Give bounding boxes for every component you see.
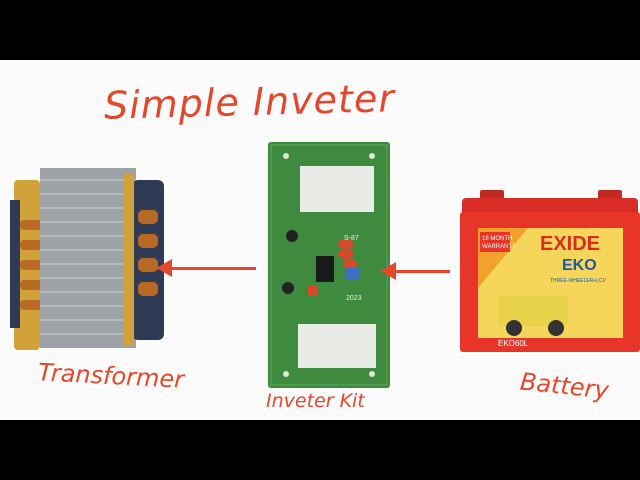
label-inverter-kit: Inveter Kit <box>266 390 365 412</box>
pcb-ic-label: S-87 <box>344 235 359 242</box>
battery-warranty-bottom: WARRANTY <box>482 244 516 250</box>
battery-model: EKO <box>562 257 597 274</box>
battery-warranty-top: 18 MONTH <box>482 236 512 242</box>
arrow-left-icon <box>156 259 256 277</box>
label-battery: Battery <box>518 367 611 405</box>
transformer-image <box>10 168 164 350</box>
battery-code: EKO60L <box>498 339 529 348</box>
arrow-left-icon <box>380 262 450 280</box>
slide-frame: Simple Inveter <box>0 60 640 420</box>
page-title: Simple Inveter <box>103 76 396 128</box>
pcb-year-label: 2023 <box>346 295 362 302</box>
battery-tag: THREE-WHEELER+LCV <box>550 278 607 284</box>
battery-brand: EXIDE <box>540 233 600 255</box>
inverter-kit-pcb-image: S-87 2023 <box>268 142 390 388</box>
battery-image: 18 MONTH WARRANTY EXIDE EKO THREE-WHEELE… <box>460 190 640 352</box>
label-transformer: Transformer <box>37 358 185 394</box>
